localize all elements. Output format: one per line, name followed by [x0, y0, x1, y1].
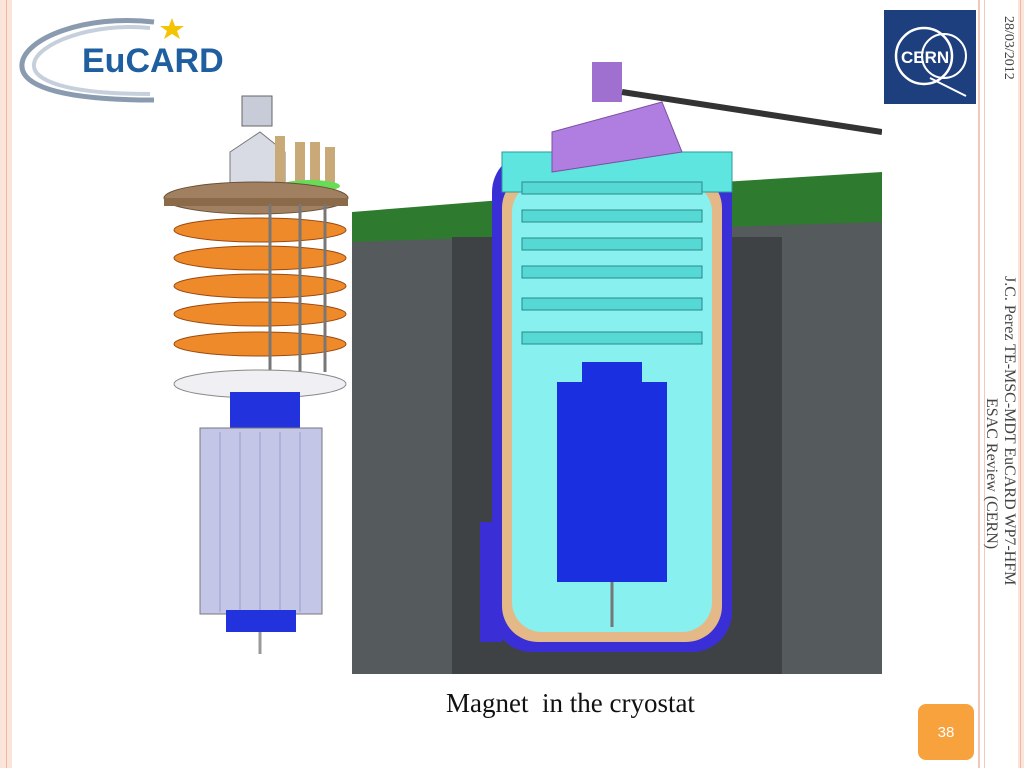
decor-stripe — [1018, 0, 1024, 768]
footer-author-line: J.C. Perez TE-MSC-MDT EuCARD WP7-HFM — [1001, 276, 1018, 586]
page-number: 38 — [937, 723, 955, 741]
page-number-badge: 38 — [918, 704, 974, 760]
cern-logo: CERN — [884, 10, 976, 104]
decor-stripe — [1020, 0, 1021, 768]
magnet-insert-image — [160, 92, 352, 658]
slide-date: 28/03/2012 — [1001, 16, 1016, 80]
cryostat-cross-section-image — [352, 62, 883, 674]
decor-stripe — [978, 0, 980, 768]
eucard-logo: EuCARD — [14, 14, 234, 104]
footer-review-line: ESAC Review (CERN) — [983, 398, 1000, 550]
eucard-logo-text: EuCARD — [82, 42, 224, 80]
decor-stripe — [984, 0, 985, 768]
decor-stripe — [6, 0, 7, 768]
figure-caption: Magnet in the cryostat — [446, 688, 695, 718]
cern-logo-text: CERN — [901, 48, 949, 67]
